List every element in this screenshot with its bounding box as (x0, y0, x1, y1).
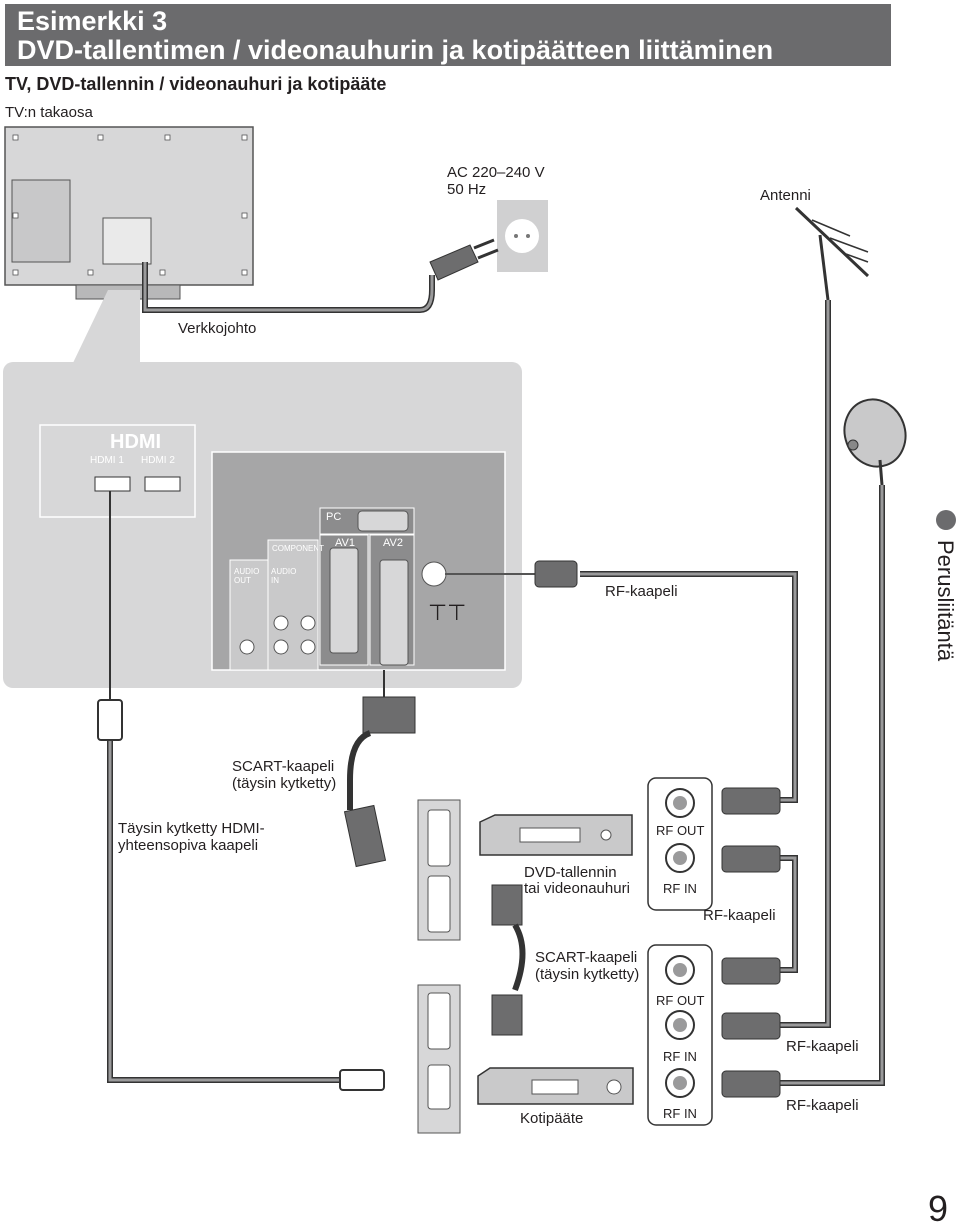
stb-rf-in-label-2: RF IN (663, 1106, 697, 1121)
scart-cable-2 (491, 884, 526, 1036)
hdmi-logo: HDMI (110, 431, 162, 453)
side-tab: Perusliitäntä (930, 508, 960, 668)
stb-rf-out-label: RF OUT (656, 993, 705, 1008)
header-title: DVD-tallentimen / videonauhurin ja kotip… (17, 35, 774, 65)
rf-cable-label-3: RF-kaapeli (786, 1038, 859, 1055)
svg-text:⊤⊤: ⊤⊤ (428, 600, 466, 625)
scart-cable-1 (343, 670, 416, 868)
hdmi-cable-label-a: Täysin kytketty HDMI- (118, 820, 265, 837)
antenna-icon (794, 206, 870, 301)
rf-cable-label-4: RF-kaapeli (786, 1097, 859, 1114)
satellite-dish-icon (843, 398, 907, 486)
scart-cable-label-1b: (täysin kytketty) (232, 775, 337, 792)
audio-out-label: AUDIO OUT (234, 567, 260, 585)
scart-cable-label-2a: SCART-kaapeli (535, 949, 638, 966)
set-top-box-label: Kotipääte (520, 1110, 584, 1127)
power-frequency-label: 50 Hz (447, 181, 487, 198)
zoom-callout (72, 290, 140, 365)
hdmi2-label: HDMI 2 (141, 455, 175, 466)
scart-cable-label-1a: SCART-kaapeli (232, 758, 335, 775)
dvd-rf-out-label: RF OUT (656, 823, 705, 838)
pc-label: PC (326, 511, 342, 523)
side-tab-bullet (936, 510, 956, 530)
scart-cable-label-2b: (täysin kytketty) (535, 966, 640, 983)
dvd-rf-in-label: RF IN (663, 881, 697, 896)
av1-label: AV1 (335, 537, 355, 549)
page-number: 9 (928, 1188, 949, 1229)
component-label: COMPONENT (272, 544, 324, 553)
power-voltage-label: AC 220–240 V (447, 164, 545, 181)
header-banner: Esimerkki 3 DVD-tallentimen / videonauhu… (5, 4, 891, 66)
wall-socket-icon (497, 200, 548, 272)
set-top-box-icon (477, 1067, 634, 1105)
side-tab-label: Perusliitäntä (933, 540, 958, 662)
rf-cable-label-2: RF-kaapeli (703, 907, 776, 924)
power-cord-label: Verkkojohto (178, 320, 257, 337)
tv-back-illustration (4, 126, 254, 300)
dvd-rf-panel (647, 777, 713, 911)
power-plug-icon (429, 238, 499, 281)
dvd-recorder-label-b: tai videonauhuri (524, 880, 630, 897)
tv-rear-label: TV:n takaosa (5, 104, 93, 121)
av2-label: AV2 (383, 537, 403, 549)
dvd-recorder-icon (479, 814, 633, 856)
hdmi1-label: HDMI 1 (90, 455, 124, 466)
audio-in-label: AUDIO IN (271, 567, 297, 585)
rf-plugs (534, 560, 781, 1098)
antenna-label: Antenni (760, 187, 811, 204)
header-example-number: Esimerkki 3 (17, 6, 168, 36)
stb-rf-panel (647, 944, 713, 1126)
rf-cable-label-1: RF-kaapeli (605, 583, 678, 600)
rf-cables (445, 300, 885, 1086)
stb-rf-in-label-1: RF IN (663, 1049, 697, 1064)
dvd-recorder-label-a: DVD-tallennin (524, 864, 617, 881)
hdmi-cable-label-b: yhteensopiva kaapeli (118, 837, 259, 854)
section-subtitle: TV, DVD-tallennin / videonauhuri ja koti… (5, 74, 387, 94)
